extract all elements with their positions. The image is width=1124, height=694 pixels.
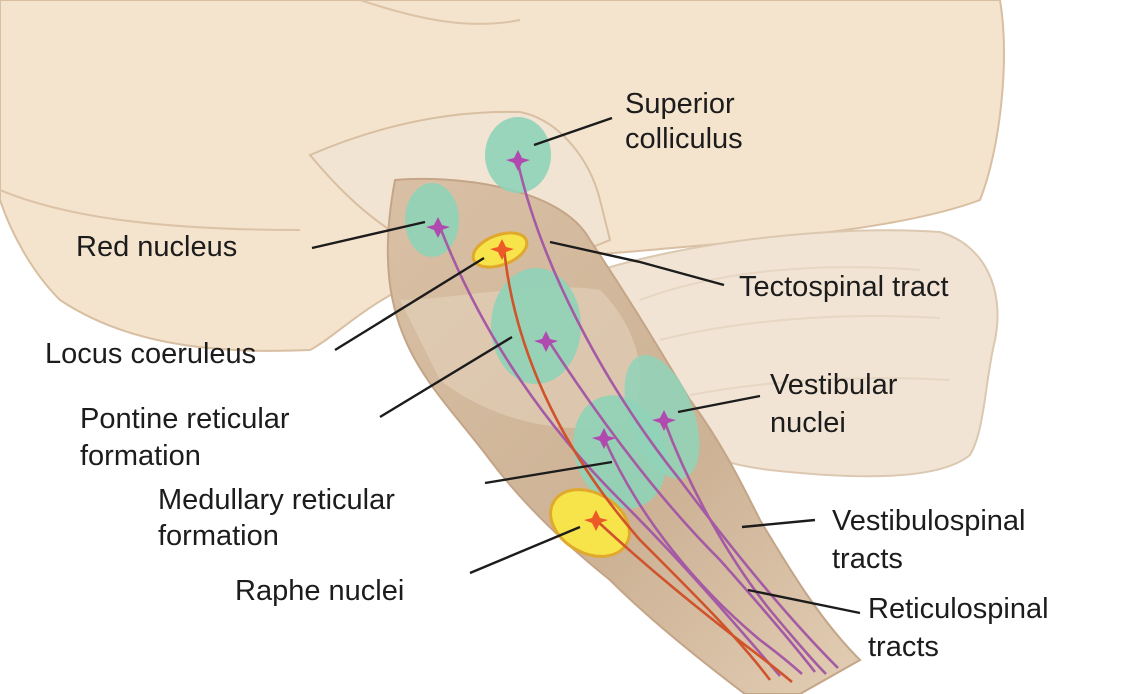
medullary-reticular-formation-label-line1: Medullary reticular [158,484,395,516]
red-nucleus-label: Red nucleus [76,231,237,263]
raphe-nuclei-label: Raphe nuclei [235,575,404,607]
superior-colliculus-label-line1: Superior [625,88,735,120]
reticulospinal-tracts-label-line1: Reticulospinal [868,593,1049,625]
reticulospinal-tracts-label-line2: tracts [868,631,939,663]
vestibulospinal-tracts-label: Vestibulospinal tracts [832,505,1034,575]
vestibular-nuclei-label-line1: Vestibular [770,369,898,401]
pontine-reticular-formation-label: Pontine reticular formation [80,403,298,472]
medullary-reticular-formation-label: Medullary reticular formation [158,484,403,552]
pontine-reticular-nucleus [491,268,581,384]
vestibulospinal-tracts-label-line1: Vestibulospinal [832,505,1025,537]
locus-coeruleus-label: Locus coeruleus [45,338,256,370]
superior-colliculus-label-line2: colliculus [625,123,743,155]
pontine-reticular-formation-label-line1: Pontine reticular [80,403,290,435]
raphe-nuclei-leader [470,527,580,573]
tectospinal-tract-label: Tectospinal tract [739,271,949,303]
medullary-reticular-formation-label-line2: formation [158,520,279,552]
red-nucleus-nucleus [405,183,459,257]
reticulospinal-tracts-label: Reticulospinal tracts [868,593,1057,663]
pontine-reticular-formation-label-line2: formation [80,440,201,472]
vestibular-nuclei-label-line2: nuclei [770,407,846,439]
vestibulospinal-tracts-label-line2: tracts [832,543,903,575]
